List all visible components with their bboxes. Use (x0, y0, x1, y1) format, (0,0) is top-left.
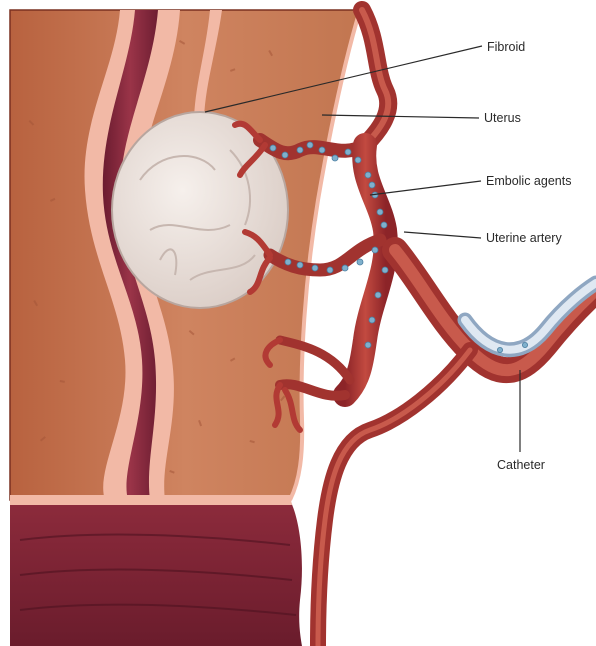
cervix-vagina (10, 500, 302, 646)
label-uterus: Uterus (484, 111, 521, 125)
label-catheter: Catheter (497, 458, 545, 472)
label-embolic-agents: Embolic agents (486, 174, 571, 188)
label-uterine-artery: Uterine artery (486, 231, 562, 245)
uterine-artery-trunk (345, 145, 386, 395)
label-fibroid: Fibroid (487, 40, 525, 54)
